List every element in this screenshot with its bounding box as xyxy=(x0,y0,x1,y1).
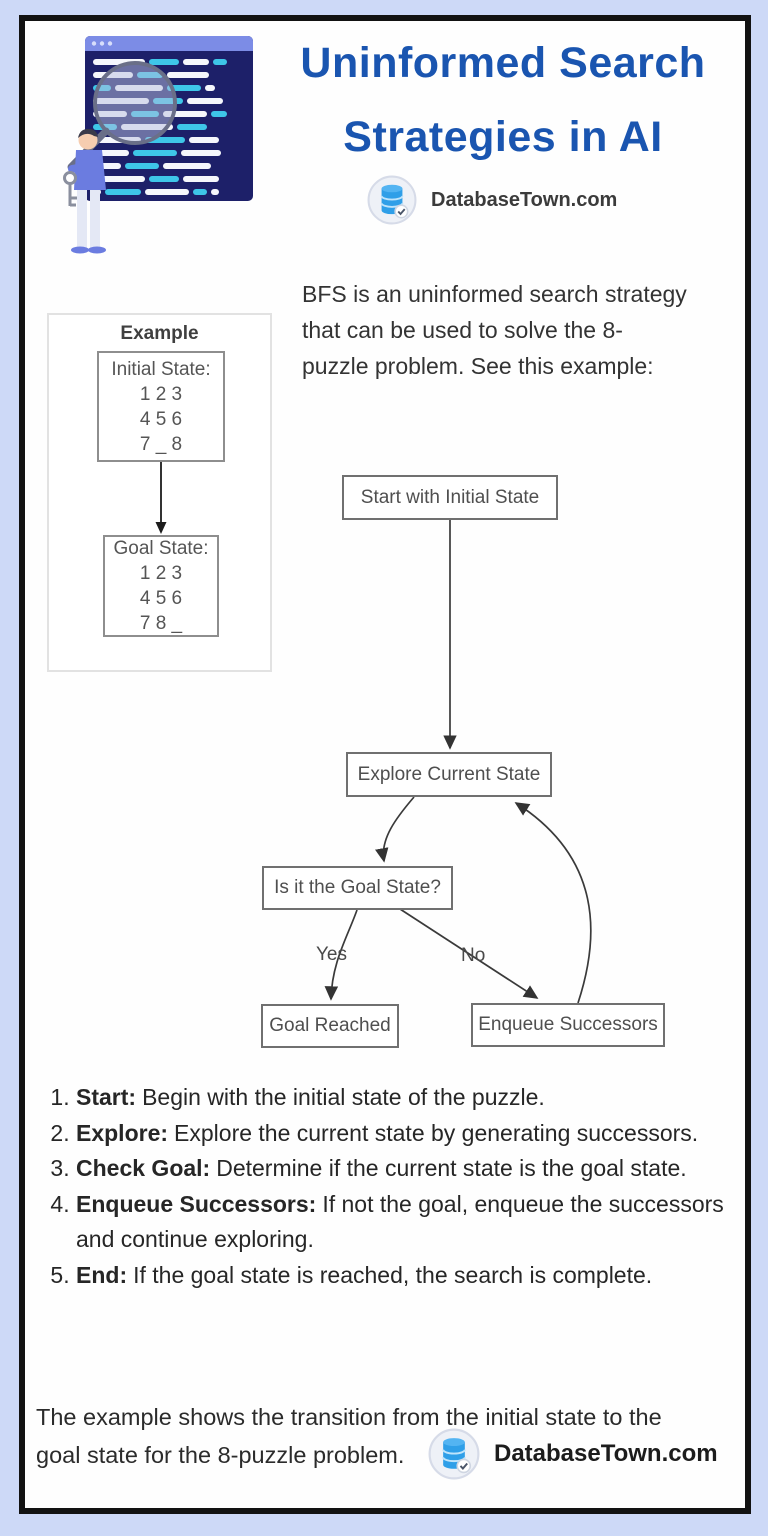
puzzle-row: 7 8 _ xyxy=(139,613,183,634)
puzzle-row: 7 _ 8 xyxy=(139,433,183,455)
step-lead: Start: xyxy=(76,1084,137,1110)
step-item: Explore:Explore the current state by gen… xyxy=(76,1116,752,1152)
step-lead: Check Goal: xyxy=(76,1155,211,1181)
puzzle-row: 4 5 6 xyxy=(139,408,183,430)
step-item: End:If the goal state is reached, the se… xyxy=(76,1258,752,1294)
database-icon xyxy=(367,175,417,225)
step-lead: Enqueue Successors: xyxy=(76,1190,317,1217)
puzzle-row: 4 5 6 xyxy=(139,588,183,609)
intro-line: that can be used to solve the 8- xyxy=(302,317,623,343)
brand-name: DatabaseTown.com xyxy=(431,188,618,211)
puzzle-row: 1 2 3 xyxy=(139,563,183,584)
step-text: If the goal state is reached, the search… xyxy=(133,1261,653,1288)
footer-line: The example shows the transition from th… xyxy=(36,1404,662,1430)
page-title-line2: Strategies in AI xyxy=(343,113,663,161)
goal-state-label: Goal State: xyxy=(113,538,209,559)
flow-node-explore: Explore Current State xyxy=(346,752,552,797)
footer-line: goal state for the 8-puzzle problem. xyxy=(36,1442,405,1468)
step-lead: End: xyxy=(76,1261,128,1288)
flow-node-check-goal: Is it the Goal State? xyxy=(262,866,453,910)
database-icon xyxy=(428,1428,480,1480)
step-lead: Explore: xyxy=(76,1119,169,1146)
brand-name: DatabaseTown.com xyxy=(494,1440,718,1467)
page-title-line1: Uninformed Search xyxy=(300,39,706,87)
page-title: Uninformed Search Strategies in AI xyxy=(262,26,744,174)
key-icon xyxy=(63,171,77,207)
step-text: Explore the current state by generating … xyxy=(174,1119,699,1146)
initial-state-box: Initial State: 1 2 3 4 5 6 7 _ 8 xyxy=(97,351,225,462)
initial-state-label: Initial State: xyxy=(111,358,211,380)
person-illustration xyxy=(63,128,106,254)
step-text: Determine if the current state is the go… xyxy=(216,1155,687,1181)
example-title: Example xyxy=(120,323,199,344)
intro-line: puzzle problem. See this example: xyxy=(302,353,654,379)
code-search-illustration xyxy=(63,36,253,254)
flow-node-goal-reached: Goal Reached xyxy=(261,1004,399,1048)
example-panel: Example Initial State: 1 2 3 4 5 6 7 _ 8… xyxy=(47,313,272,672)
steps-list: Start:Begin with the initial state of th… xyxy=(38,1080,752,1293)
step-item: Check Goal:Determine if the current stat… xyxy=(76,1151,752,1187)
flow-node-enqueue: Enqueue Successors xyxy=(471,1003,665,1047)
edge-label-yes: Yes xyxy=(316,944,347,965)
brand-badge-header: DatabaseTown.com xyxy=(367,175,617,225)
example-arrow xyxy=(155,462,167,534)
step-item: Enqueue Successors:If not the goal, enqu… xyxy=(76,1187,752,1258)
intro-line: BFS is an uninformed search strategy xyxy=(302,281,687,307)
step-item: Start:Begin with the initial state of th… xyxy=(76,1080,752,1116)
step-text: Begin with the initial state of the puzz… xyxy=(142,1084,545,1110)
puzzle-row: 1 2 3 xyxy=(139,383,183,405)
footer-paragraph: The example shows the transition from th… xyxy=(36,1398,736,1474)
step-text: If not the goal, enqueue the successors … xyxy=(76,1190,724,1253)
edge-label-no: No xyxy=(461,945,486,966)
flow-node-start: Start with Initial State xyxy=(342,475,558,520)
goal-state-box: Goal State: 1 2 3 4 5 6 7 8 _ xyxy=(103,535,219,637)
intro-paragraph: BFS is an uninformed search strategy tha… xyxy=(302,276,752,384)
brand-badge-footer: DatabaseTown.com xyxy=(428,1428,718,1480)
